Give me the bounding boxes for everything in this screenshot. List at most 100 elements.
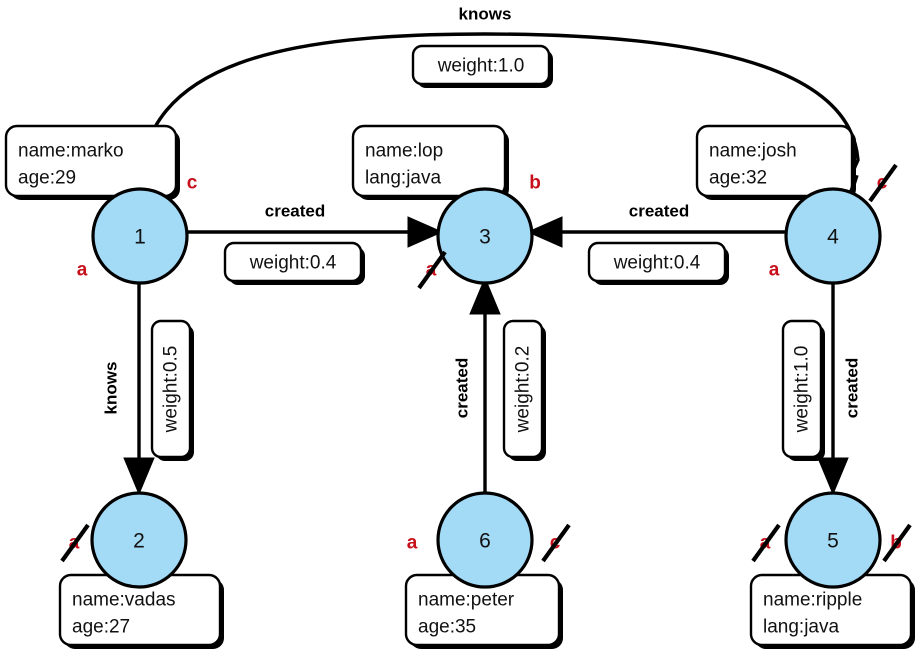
annotations-layer: c a b a c a a (60, 163, 912, 563)
weight-box-4-created-3[interactable]: weight:0.4 (587, 241, 729, 285)
weight-box-frame (223, 241, 363, 283)
edge-label-1-created-3: created (265, 202, 325, 221)
annotation-a-vertex-4: a (767, 258, 781, 282)
weight-box-frame (150, 319, 192, 459)
annotation-a-vertex-3-struck: a (417, 250, 447, 290)
prop-box-vertex-4[interactable]: name:josh age:32 (695, 124, 856, 200)
vertices-layer: 1 2 3 4 5 6 (90, 187, 882, 589)
annotation-strikethrough (868, 163, 898, 203)
prop-line-name: name:peter (418, 590, 515, 611)
prop-box-vertex-2[interactable]: name:vadas age:27 (58, 573, 224, 649)
weight-box-text: weight:1.0 (792, 346, 813, 434)
edges-layer (123, 32, 860, 496)
edge-1-knows-2-arrowhead (123, 457, 155, 496)
annotation-a-vertex-2-struck: a (60, 523, 90, 563)
prop-line-age: age:32 (709, 168, 767, 189)
prop-box-vertex-1[interactable]: name:marko age:29 (4, 124, 180, 200)
edge-4-created-3[interactable] (526, 216, 786, 248)
vertex-2-circle (90, 491, 188, 589)
annotation-c-vertex-4-struck: c (868, 163, 898, 203)
vertex-5-id: 5 (827, 530, 839, 553)
annotation-strikethrough (60, 523, 90, 563)
prop-box-frame (351, 124, 507, 198)
vertex-3-circle (436, 187, 534, 285)
weight-box-text: weight:1.0 (437, 56, 525, 77)
prop-line-name: name:josh (709, 141, 797, 162)
weight-box-1-created-3[interactable]: weight:0.4 (223, 241, 365, 285)
weight-box-frame (502, 319, 544, 459)
vertex-1-id: 1 (134, 226, 146, 249)
edge-labels-layer: knows knows created created created crea… (100, 3, 863, 420)
vertex-6-circle (436, 491, 534, 589)
prop-box-vertex-6[interactable]: name:peter age:35 (404, 573, 563, 649)
vertex-4-id: 4 (827, 226, 839, 249)
weight-box-4-created-5[interactable]: weight:1.0 (781, 319, 825, 461)
edge-label-4-created-3: created (629, 202, 689, 221)
annotation-letter: a (77, 260, 88, 281)
prop-line-name: name:marko (18, 141, 124, 162)
weight-box-text: weight:0.2 (513, 346, 534, 434)
vertex-property-boxes-layer: name:marko age:29 name:lop lang:java nam… (4, 124, 915, 649)
prop-line-lang: lang:java (365, 168, 441, 189)
prop-line-age: age:29 (18, 168, 76, 189)
weight-box-text: weight:0.4 (613, 253, 701, 274)
annotation-letter: a (407, 533, 418, 554)
edge-1-created-3-arrowhead (407, 216, 444, 248)
prop-line-age: age:35 (418, 617, 476, 638)
prop-line-age: age:27 (72, 617, 130, 638)
weight-box-1-knows-2[interactable]: weight:0.5 (150, 319, 194, 461)
vertex-6-id: 6 (479, 530, 491, 553)
edge-6-created-3-arrowhead (469, 276, 501, 315)
prop-box-vertex-5[interactable]: name:ripple lang:java (749, 573, 915, 649)
vertex-3[interactable]: 3 (436, 187, 534, 285)
vertex-5-circle (784, 491, 882, 589)
annotation-letter: c (187, 173, 198, 194)
weight-box-frame (587, 241, 727, 283)
vertex-6[interactable]: 6 (436, 491, 534, 589)
weight-box-frame (411, 44, 551, 86)
vertex-3-id: 3 (479, 226, 491, 249)
edge-4-created-5[interactable] (817, 283, 849, 496)
annotation-a-vertex-5-struck: a (751, 523, 781, 563)
vertex-1[interactable]: 1 (91, 187, 189, 285)
annotation-b-vertex-3: b (528, 171, 542, 195)
prop-line-lang: lang:java (763, 617, 839, 638)
annotation-c-vertex-6-struck: c (541, 523, 571, 563)
edge-1-created-3[interactable] (187, 216, 444, 248)
annotation-b-vertex-5-struck: b (882, 523, 912, 563)
vertex-4[interactable]: 4 (784, 187, 882, 285)
prop-line-name: name:vadas (72, 590, 176, 611)
prop-box-frame (695, 124, 854, 198)
prop-box-vertex-3[interactable]: name:lop lang:java (351, 124, 509, 200)
edge-1-knows-2[interactable] (123, 283, 155, 496)
annotation-letter: b (529, 173, 541, 194)
edge-weight-boxes-layer: weight:1.0 weight:0.5 weight:0.4 weight:… (150, 44, 825, 461)
vertex-5[interactable]: 5 (784, 491, 882, 589)
annotation-strikethrough (541, 523, 571, 563)
edge-label-1-knows-2: knows (102, 362, 121, 415)
annotation-c-vertex-1: c (185, 171, 199, 195)
edge-label-1-knows-4: knows (459, 5, 512, 24)
edge-label-6-created-3: created (453, 358, 472, 418)
annotation-strikethrough (751, 523, 781, 563)
edge-4-created-5-arrowhead (817, 457, 849, 496)
weight-box-1-knows-4[interactable]: weight:1.0 (411, 44, 553, 88)
vertex-1-circle (91, 187, 189, 285)
annotation-a-vertex-6: a (405, 531, 419, 555)
annotation-strikethrough (417, 250, 447, 290)
edge-label-4-created-5: created (843, 358, 862, 418)
annotation-strikethrough (882, 523, 912, 563)
annotation-a-vertex-1: a (75, 258, 89, 282)
edge-1-knows-4-path (138, 32, 860, 197)
vertex-2-id: 2 (133, 530, 145, 553)
vertex-2[interactable]: 2 (90, 491, 188, 589)
weight-box-frame (781, 319, 823, 459)
weight-box-text: weight:0.5 (161, 346, 182, 434)
weight-box-6-created-3[interactable]: weight:0.2 (502, 319, 546, 461)
edge-6-created-3[interactable] (469, 276, 501, 493)
edge-4-created-3-arrowhead (526, 216, 563, 248)
vertex-4-circle (784, 187, 882, 285)
weight-box-text: weight:0.4 (249, 253, 337, 274)
